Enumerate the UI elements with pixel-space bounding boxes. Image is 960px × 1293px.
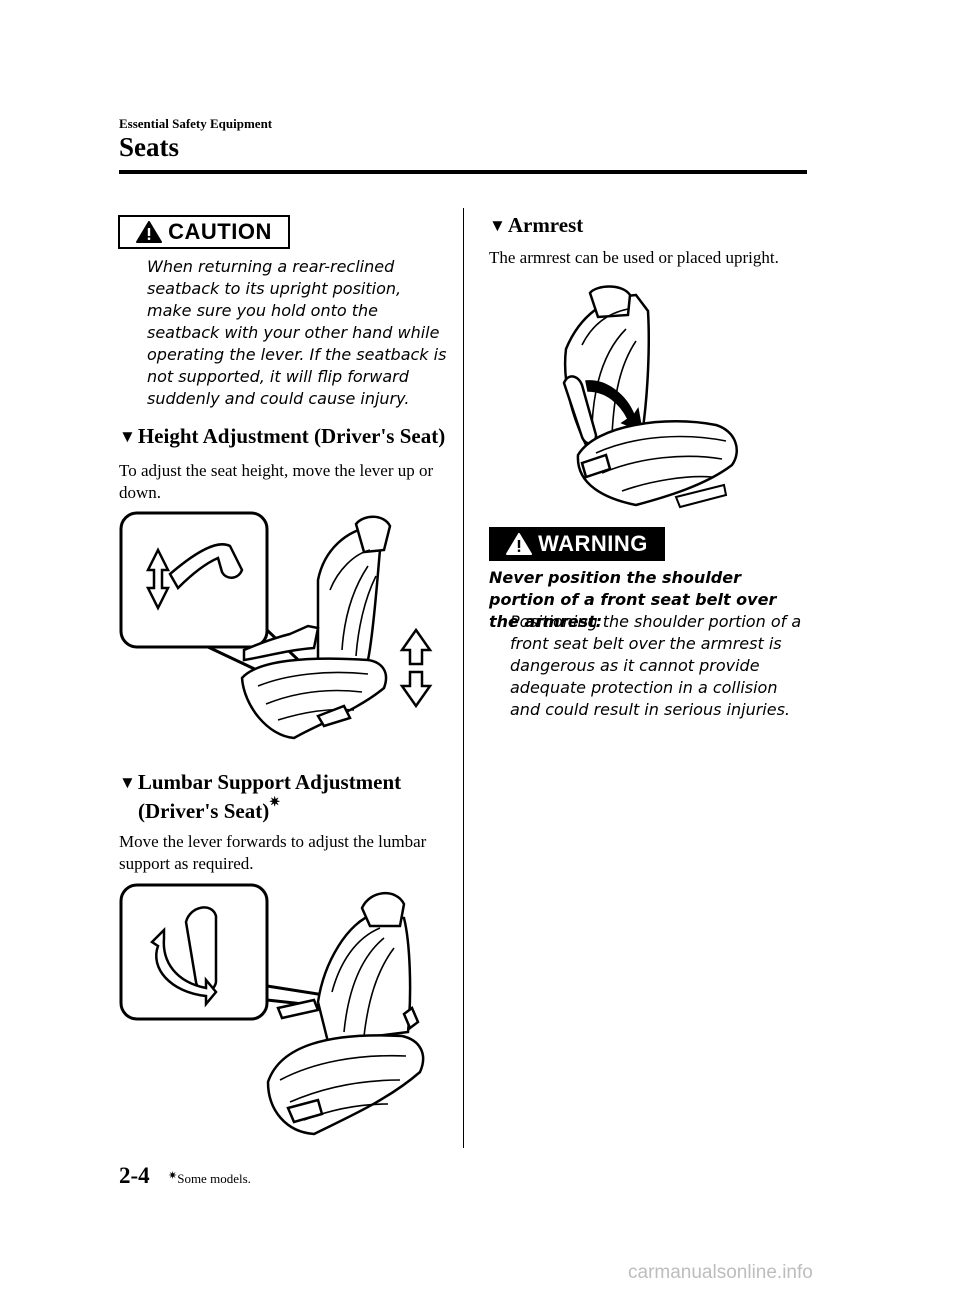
armrest-illustration [562, 285, 738, 509]
section-label: Essential Safety Equipment [119, 116, 273, 131]
page-number: 2-4 [119, 1163, 150, 1188]
lumbar-support-title-line2: (Driver's Seat) [138, 799, 270, 823]
caution-label: CAUTION [168, 219, 272, 244]
warning-text: Positioning the shoulder portion of a fr… [510, 612, 802, 719]
armrest-heading: ▼Armrest [489, 213, 583, 239]
warning-triangle-icon [506, 533, 533, 555]
column-divider [463, 208, 464, 1148]
lumbar-support-title-line1: Lumbar Support Adjustment [137, 770, 402, 794]
armrest-text: The armrest can be used or placed uprigh… [489, 248, 779, 267]
footnote-text: Some models. [177, 1171, 251, 1186]
some-models-star-icon: ✷ [269, 794, 281, 809]
warning-triangle-icon [136, 221, 163, 243]
warning-bold-text: Never position the shoulder portion of a… [489, 568, 777, 631]
footnote: ✷Some models. [168, 1170, 251, 1187]
some-models-star-icon: ✷ [168, 1170, 178, 1182]
lumbar-support-heading-line2: (Driver's Seat)✷ [138, 794, 280, 823]
page-title: Seats [119, 132, 179, 162]
warning-badge: WARNING [489, 527, 665, 561]
caution-badge: CAUTION [118, 215, 290, 249]
caution-text: When returning a rear-reclined seatback … [147, 257, 447, 408]
height-adjustment-illustration [119, 511, 433, 740]
height-adjustment-title: Height Adjustment (Driver's Seat) [137, 424, 446, 448]
title-rule [119, 170, 807, 174]
watermark: carmanualsonline.info [628, 1262, 813, 1283]
lumbar-support-illustration [119, 883, 425, 1136]
height-adjustment-text: To adjust the seat height, move the leve… [119, 461, 434, 502]
down-triangle-icon: ▼ [119, 773, 136, 792]
warning-label: WARNING [538, 531, 648, 556]
down-triangle-icon: ▼ [489, 216, 506, 235]
lumbar-support-heading: ▼Lumbar Support Adjustment [119, 770, 401, 796]
lumbar-support-text: Move the lever forwards to adjust the lu… [119, 832, 427, 873]
height-adjustment-heading: ▼Height Adjustment (Driver's Seat) [119, 424, 445, 450]
down-triangle-icon: ▼ [119, 427, 136, 446]
armrest-title: Armrest [507, 213, 584, 237]
